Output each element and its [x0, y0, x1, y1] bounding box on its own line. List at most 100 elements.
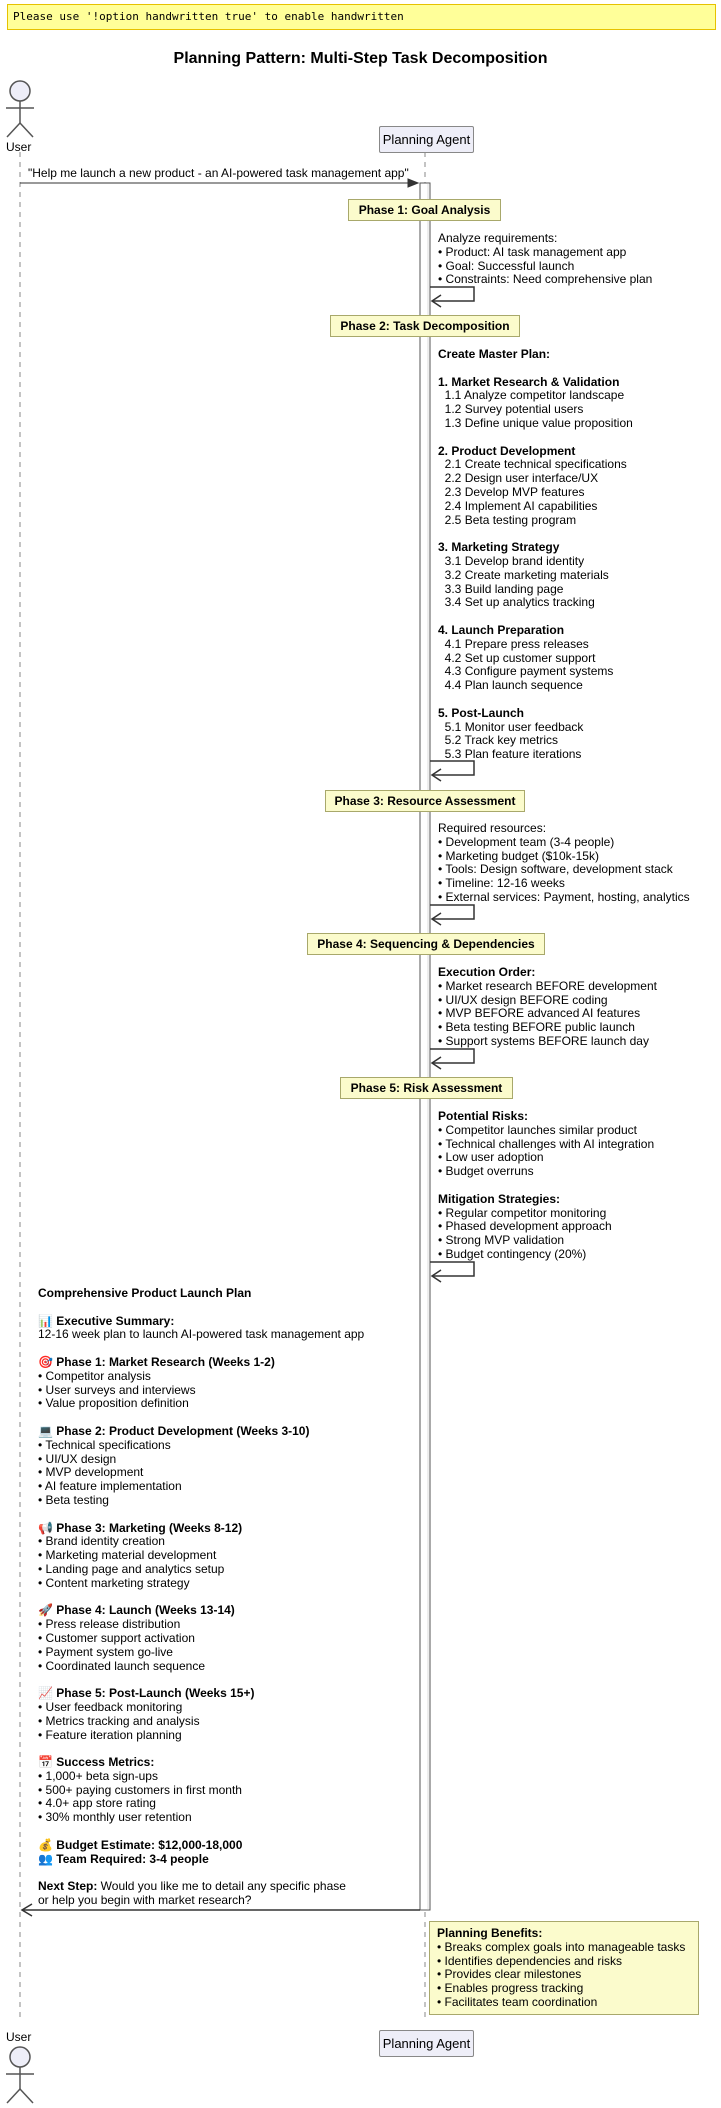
phase1-line: • Goal: Successful launch: [438, 258, 575, 273]
section-title: 4. Launch Preparation: [438, 622, 565, 637]
response-message: Comprehensive Product Launch Plan 📊 Exec…: [38, 1286, 365, 1908]
section-item: 2.3 Develop MVP features: [444, 484, 585, 499]
phase5-text: Potential Risks: • Competitor launches s…: [438, 1109, 655, 1262]
section-item: 3.4 Set up analytics tracking: [444, 595, 595, 610]
benefit-line: • Breaks complex goals into manageable t…: [437, 1939, 686, 1954]
plan-phase-item: • User surveys and interviews: [38, 1382, 196, 1397]
phase1-note: Phase 1: Goal Analysis: [348, 199, 501, 221]
self-arrow-phase4: [430, 1048, 475, 1070]
phase3-line: • Tools: Design software, development st…: [438, 862, 673, 877]
phase2-heading: Create Master Plan:: [438, 347, 551, 361]
phase4-line: • Market research BEFORE development: [438, 978, 657, 993]
mitigation-line: • Budget contingency (20%): [438, 1246, 587, 1261]
section-item: 3.1 Develop brand identity: [444, 553, 585, 568]
phase4-line: • Beta testing BEFORE public launch: [438, 1020, 635, 1035]
phase3-note: Phase 3: Resource Assessment: [325, 790, 525, 812]
plan-phase-item: • Value proposition definition: [38, 1396, 189, 1411]
plan-phase-title: 🚀 Phase 4: Launch (Weeks 13-14): [38, 1603, 235, 1618]
plan-phase-title: 📢 Phase 3: Marketing (Weeks 8-12): [38, 1520, 243, 1535]
plan-phase-item: • Brand identity creation: [38, 1534, 165, 1549]
response-heading: Comprehensive Product Launch Plan: [38, 1286, 252, 1300]
plan-phase-item: • Press release distribution: [38, 1617, 181, 1632]
risk-line: • Budget overruns: [438, 1164, 534, 1179]
phase4-text: Execution Order: • Market research BEFOR…: [438, 965, 657, 1049]
phase2-note: Phase 2: Task Decomposition: [330, 315, 520, 337]
section-item: 4.1 Prepare press releases: [444, 636, 589, 651]
phase3-line: • External services: Payment, hosting, a…: [438, 889, 690, 904]
phase1-text: Analyze requirements: • Product: AI task…: [438, 231, 652, 287]
user-label-bottom: User: [6, 2030, 32, 2044]
phase2-text: Create Master Plan: 1. Market Research &…: [438, 347, 633, 762]
exec-summary-heading: 📊 Executive Summary:: [38, 1313, 175, 1328]
self-arrow-phase2: [430, 760, 475, 782]
self-arrow-phase1: [430, 286, 475, 308]
section-item: 4.3 Configure payment systems: [444, 664, 614, 679]
phase1-line: Analyze requirements:: [438, 231, 558, 245]
plan-phase-item: • UI/UX design: [38, 1451, 117, 1466]
mitigation-line: • Strong MVP validation: [438, 1233, 565, 1248]
phase4-line: • MVP BEFORE advanced AI features: [438, 1006, 641, 1021]
mitigation-line: • Phased development approach: [438, 1219, 612, 1234]
section-item: 3.2 Create marketing materials: [444, 567, 609, 582]
self-arrow-phase3: [430, 904, 475, 926]
user-label-top: User: [6, 140, 32, 154]
response-arrow: [20, 1903, 420, 1917]
plan-phase-item: • Marketing material development: [38, 1548, 217, 1563]
section-item: 5.2 Track key metrics: [444, 733, 559, 748]
phase3-line: • Development team (3-4 people): [438, 834, 615, 849]
plan-phase-item: • 30% monthly user retention: [38, 1810, 192, 1825]
request-arrow: [20, 178, 420, 188]
handwritten-warning: Please use '!option handwritten true' to…: [7, 4, 716, 30]
section-title: 5. Post-Launch: [438, 705, 525, 720]
benefit-line: • Identifies dependencies and risks: [437, 1953, 622, 1968]
section-title: 2. Product Development: [438, 443, 576, 458]
plan-phase-item: • MVP development: [38, 1465, 144, 1480]
planning-benefits-note: Planning Benefits: • Breaks complex goal…: [429, 1921, 699, 2015]
plan-phase-title: 💻 Phase 2: Product Development (Weeks 3-…: [38, 1423, 310, 1438]
plan-phase-item: • Customer support activation: [38, 1630, 195, 1645]
benefits-title: Planning Benefits:: [437, 1926, 543, 1940]
user-actor-bottom-icon: [6, 2046, 34, 2104]
plan-phase-item: • Beta testing: [38, 1492, 109, 1507]
section-item: 2.4 Implement AI capabilities: [444, 498, 598, 513]
risk-line: • Competitor launches similar product: [438, 1122, 637, 1137]
next-step-text-2: or help you begin with market research?: [38, 1893, 252, 1908]
next-step-text: Would you like me to detail any specific…: [97, 1879, 346, 1894]
phase3-line: Required resources:: [438, 821, 547, 835]
section-item: 1.1 Analyze competitor landscape: [444, 388, 625, 403]
plan-phase-title: 📈 Phase 5: Post-Launch (Weeks 15+): [38, 1686, 255, 1701]
phase4-line: • Support systems BEFORE launch day: [438, 1033, 649, 1048]
risk-line: • Technical challenges with AI integrati…: [438, 1136, 655, 1151]
exec-summary-line: 12-16 week plan to launch AI-powered tas…: [38, 1327, 365, 1342]
risk-line: • Low user adoption: [438, 1150, 544, 1165]
section-item: 4.4 Plan launch sequence: [444, 678, 583, 693]
agent-participant-bottom: Planning Agent: [379, 2030, 474, 2057]
user-actor-top-icon: [6, 80, 34, 138]
team-line: 👥 Team Required: 3-4 people: [38, 1851, 209, 1866]
section-item: 2.2 Design user interface/UX: [444, 471, 599, 486]
phase4-note: Phase 4: Sequencing & Dependencies: [307, 933, 545, 955]
plan-phase-title: 🎯 Phase 1: Market Research (Weeks 1-2): [38, 1354, 275, 1369]
plan-phase-item: • Landing page and analytics setup: [38, 1561, 225, 1576]
section-item: 2.5 Beta testing program: [444, 512, 577, 527]
plan-phase-item: • Coordinated launch sequence: [38, 1658, 205, 1673]
phase1-line: • Product: AI task management app: [438, 244, 627, 259]
agent-participant-top: Planning Agent: [379, 126, 474, 153]
plan-phase-item: • 4.0+ app store rating: [38, 1796, 156, 1811]
phase4-heading: Execution Order:: [438, 965, 536, 979]
diagram-title: Planning Pattern: Multi-Step Task Decomp…: [173, 50, 548, 67]
risks-heading: Potential Risks:: [438, 1109, 529, 1123]
phase3-line: • Timeline: 12-16 weeks: [438, 876, 565, 891]
plan-phase-item: • AI feature implementation: [38, 1479, 182, 1494]
request-message: "Help me launch a new product - an AI-po…: [28, 166, 409, 180]
plan-phase-item: • 500+ paying customers in first month: [38, 1782, 242, 1797]
benefit-line: • Enables progress tracking: [437, 1981, 584, 1996]
section-title: 3. Marketing Strategy: [438, 540, 560, 555]
phase3-text: Required resources: • Development team (…: [438, 821, 690, 905]
mitigation-heading: Mitigation Strategies:: [438, 1191, 561, 1206]
section-item: 5.3 Plan feature iterations: [444, 747, 582, 762]
agent-activation: [419, 182, 431, 1911]
plan-phase-item: • Competitor analysis: [38, 1368, 151, 1383]
phase4-line: • UI/UX design BEFORE coding: [438, 992, 608, 1007]
budget-line: 💰 Budget Estimate: $12,000-18,000: [38, 1837, 243, 1852]
